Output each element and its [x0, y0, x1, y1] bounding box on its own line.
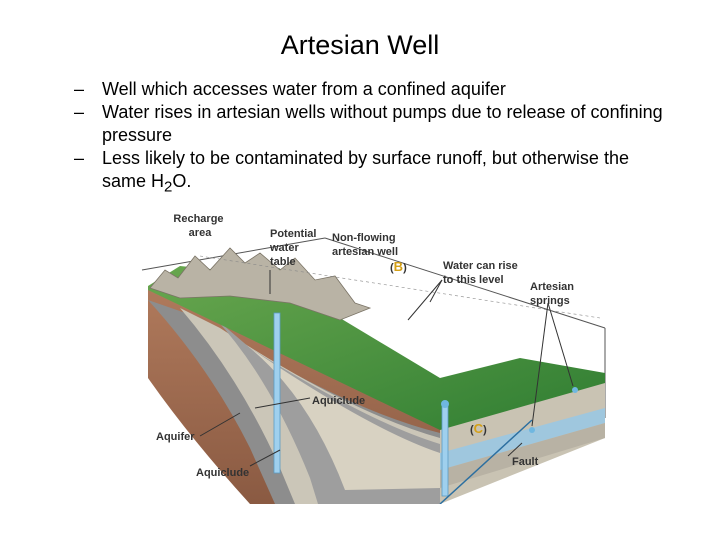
bullet-text: Water rises in artesian wells without pu…: [102, 102, 663, 145]
label-c: (C): [470, 421, 487, 436]
well-c-spout: [441, 400, 449, 408]
well-c-pipe: [442, 404, 448, 496]
bullet-item: – Water rises in artesian wells without …: [74, 101, 674, 147]
label-recharge-area: Recharge area: [173, 213, 226, 239]
bullet-text: Well which accesses water from a confine…: [102, 79, 506, 99]
label-fault: Fault: [512, 456, 539, 468]
label-b: (B): [390, 259, 407, 274]
label-non-flowing-well: Non-flowing artesian well: [332, 232, 399, 258]
bullet-item: – Less likely to be contaminated by surf…: [74, 147, 674, 199]
label-aquiclude-bottom: Aquiclude: [196, 467, 249, 479]
label-potential-water-table: Potential water table: [269, 228, 320, 268]
label-aquiclude-top: Aquiclude: [312, 395, 365, 407]
bullet-dash: –: [74, 101, 84, 124]
spring-marker: [529, 427, 535, 433]
bullet-text-part: O.: [172, 171, 191, 191]
artesian-well-diagram: Recharge area Potential water table Non-…: [140, 208, 610, 504]
spring-marker: [572, 387, 578, 393]
label-water-rise: Water can rise to this level: [443, 260, 521, 286]
bullet-list: – Well which accesses water from a confi…: [74, 78, 674, 199]
slide-title: Artesian Well: [0, 30, 720, 61]
bullet-text: Less likely to be contaminated by surfac…: [102, 148, 629, 191]
bullet-item: – Well which accesses water from a confi…: [74, 78, 674, 101]
label-artesian-springs: Artesian springs: [530, 281, 577, 307]
well-b-pipe: [274, 313, 280, 473]
bullet-dash: –: [74, 147, 84, 170]
bullet-dash: –: [74, 78, 84, 101]
label-aquifer: Aquifer: [156, 431, 195, 443]
